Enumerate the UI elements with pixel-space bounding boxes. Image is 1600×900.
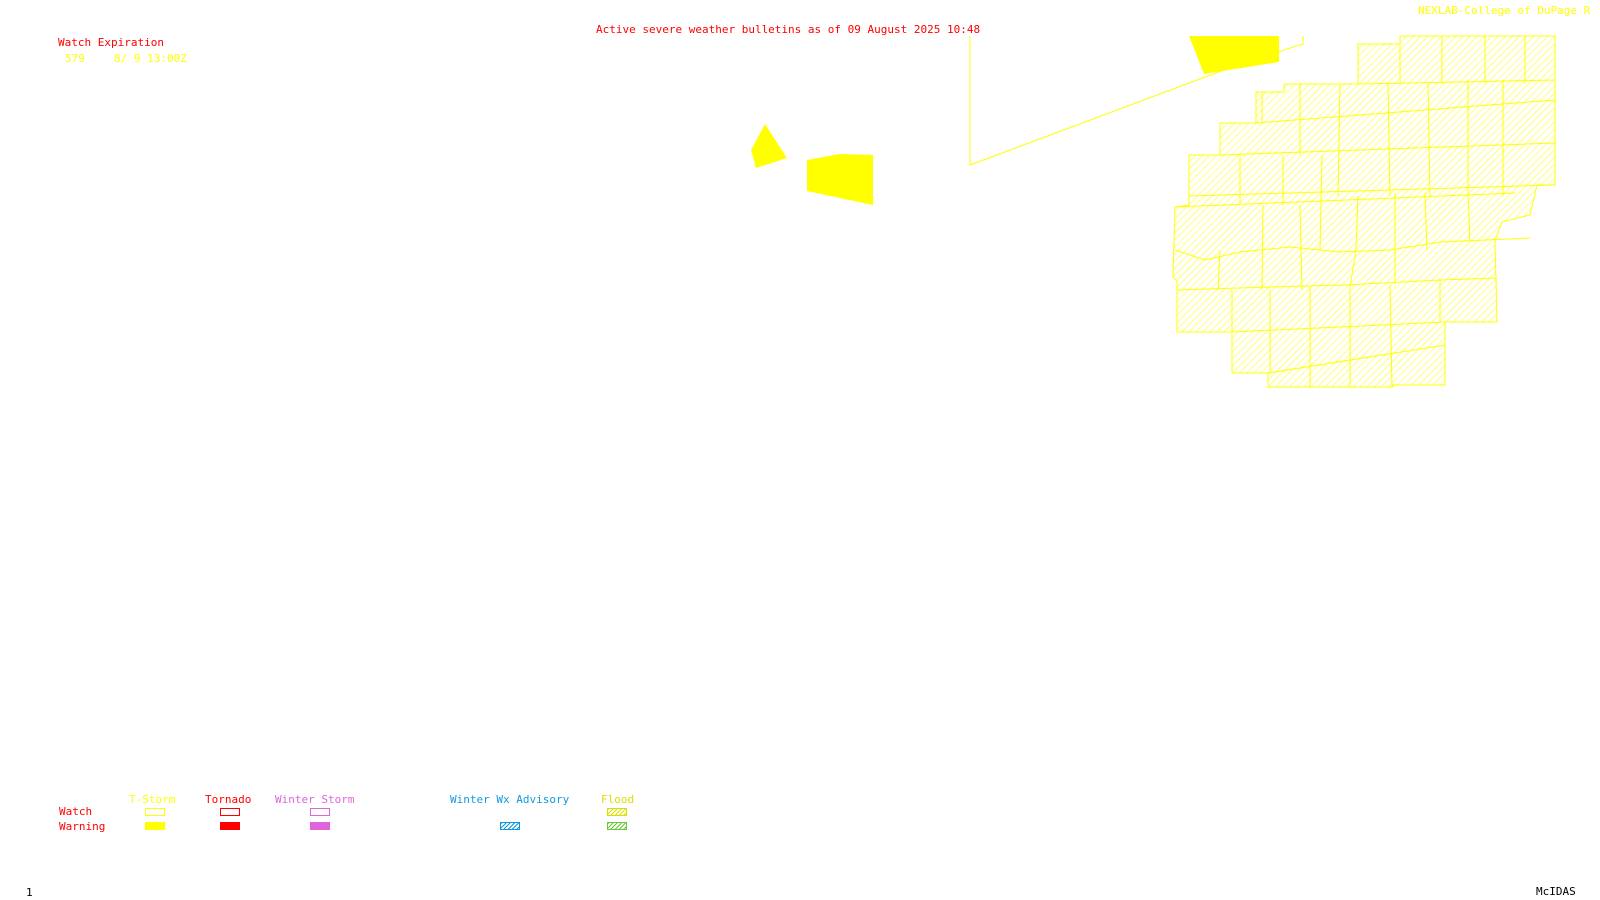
watch-expiration-heading: Watch Expiration — [58, 36, 164, 49]
credit-label: NEXLAB-College of DuPage R — [1418, 4, 1591, 17]
legend-tornado-warning-swatch — [220, 822, 240, 830]
software-label: McIDAS — [1536, 885, 1576, 898]
legend-row-warning: Warning — [59, 820, 106, 833]
frame-number: 1 — [26, 886, 33, 899]
legend-label-tornado: Tornado — [205, 793, 252, 806]
tstorm-warning-polygon — [1189, 36, 1279, 74]
tstorm-warning-polygon — [751, 124, 787, 168]
legend-tornado-watch-swatch — [220, 808, 240, 816]
legend-label-flood: Flood — [601, 793, 635, 806]
legend-flood-watch-swatch — [607, 808, 627, 816]
legend-tstorm-warning-swatch — [145, 822, 165, 830]
legend-tstorm-watch-swatch — [145, 808, 165, 816]
legend-label-tstorm: T-Storm — [129, 793, 176, 806]
watch-expiration-time: 8/ 9 13:00Z — [114, 52, 187, 65]
watch-number: 579 — [65, 52, 85, 65]
bulletin-title: Active severe weather bulletins as of 09… — [596, 23, 981, 36]
legend-flood-warning-swatch — [607, 822, 627, 830]
legend-label-winter-wx-advisory: Winter Wx Advisory — [450, 793, 570, 806]
tstorm-warning-polygon — [807, 154, 873, 205]
flood-watch-area — [1172, 35, 1556, 388]
legend-winter-wx-advisory-swatch — [500, 822, 520, 830]
tstorm-watch-outline — [969, 36, 1304, 166]
legend-label-winter-storm: Winter Storm — [275, 793, 355, 806]
legend-row-watch: Watch — [59, 805, 93, 818]
legend-winter-storm-warning-swatch — [310, 822, 330, 830]
legend-winter-storm-watch-swatch — [310, 808, 330, 816]
